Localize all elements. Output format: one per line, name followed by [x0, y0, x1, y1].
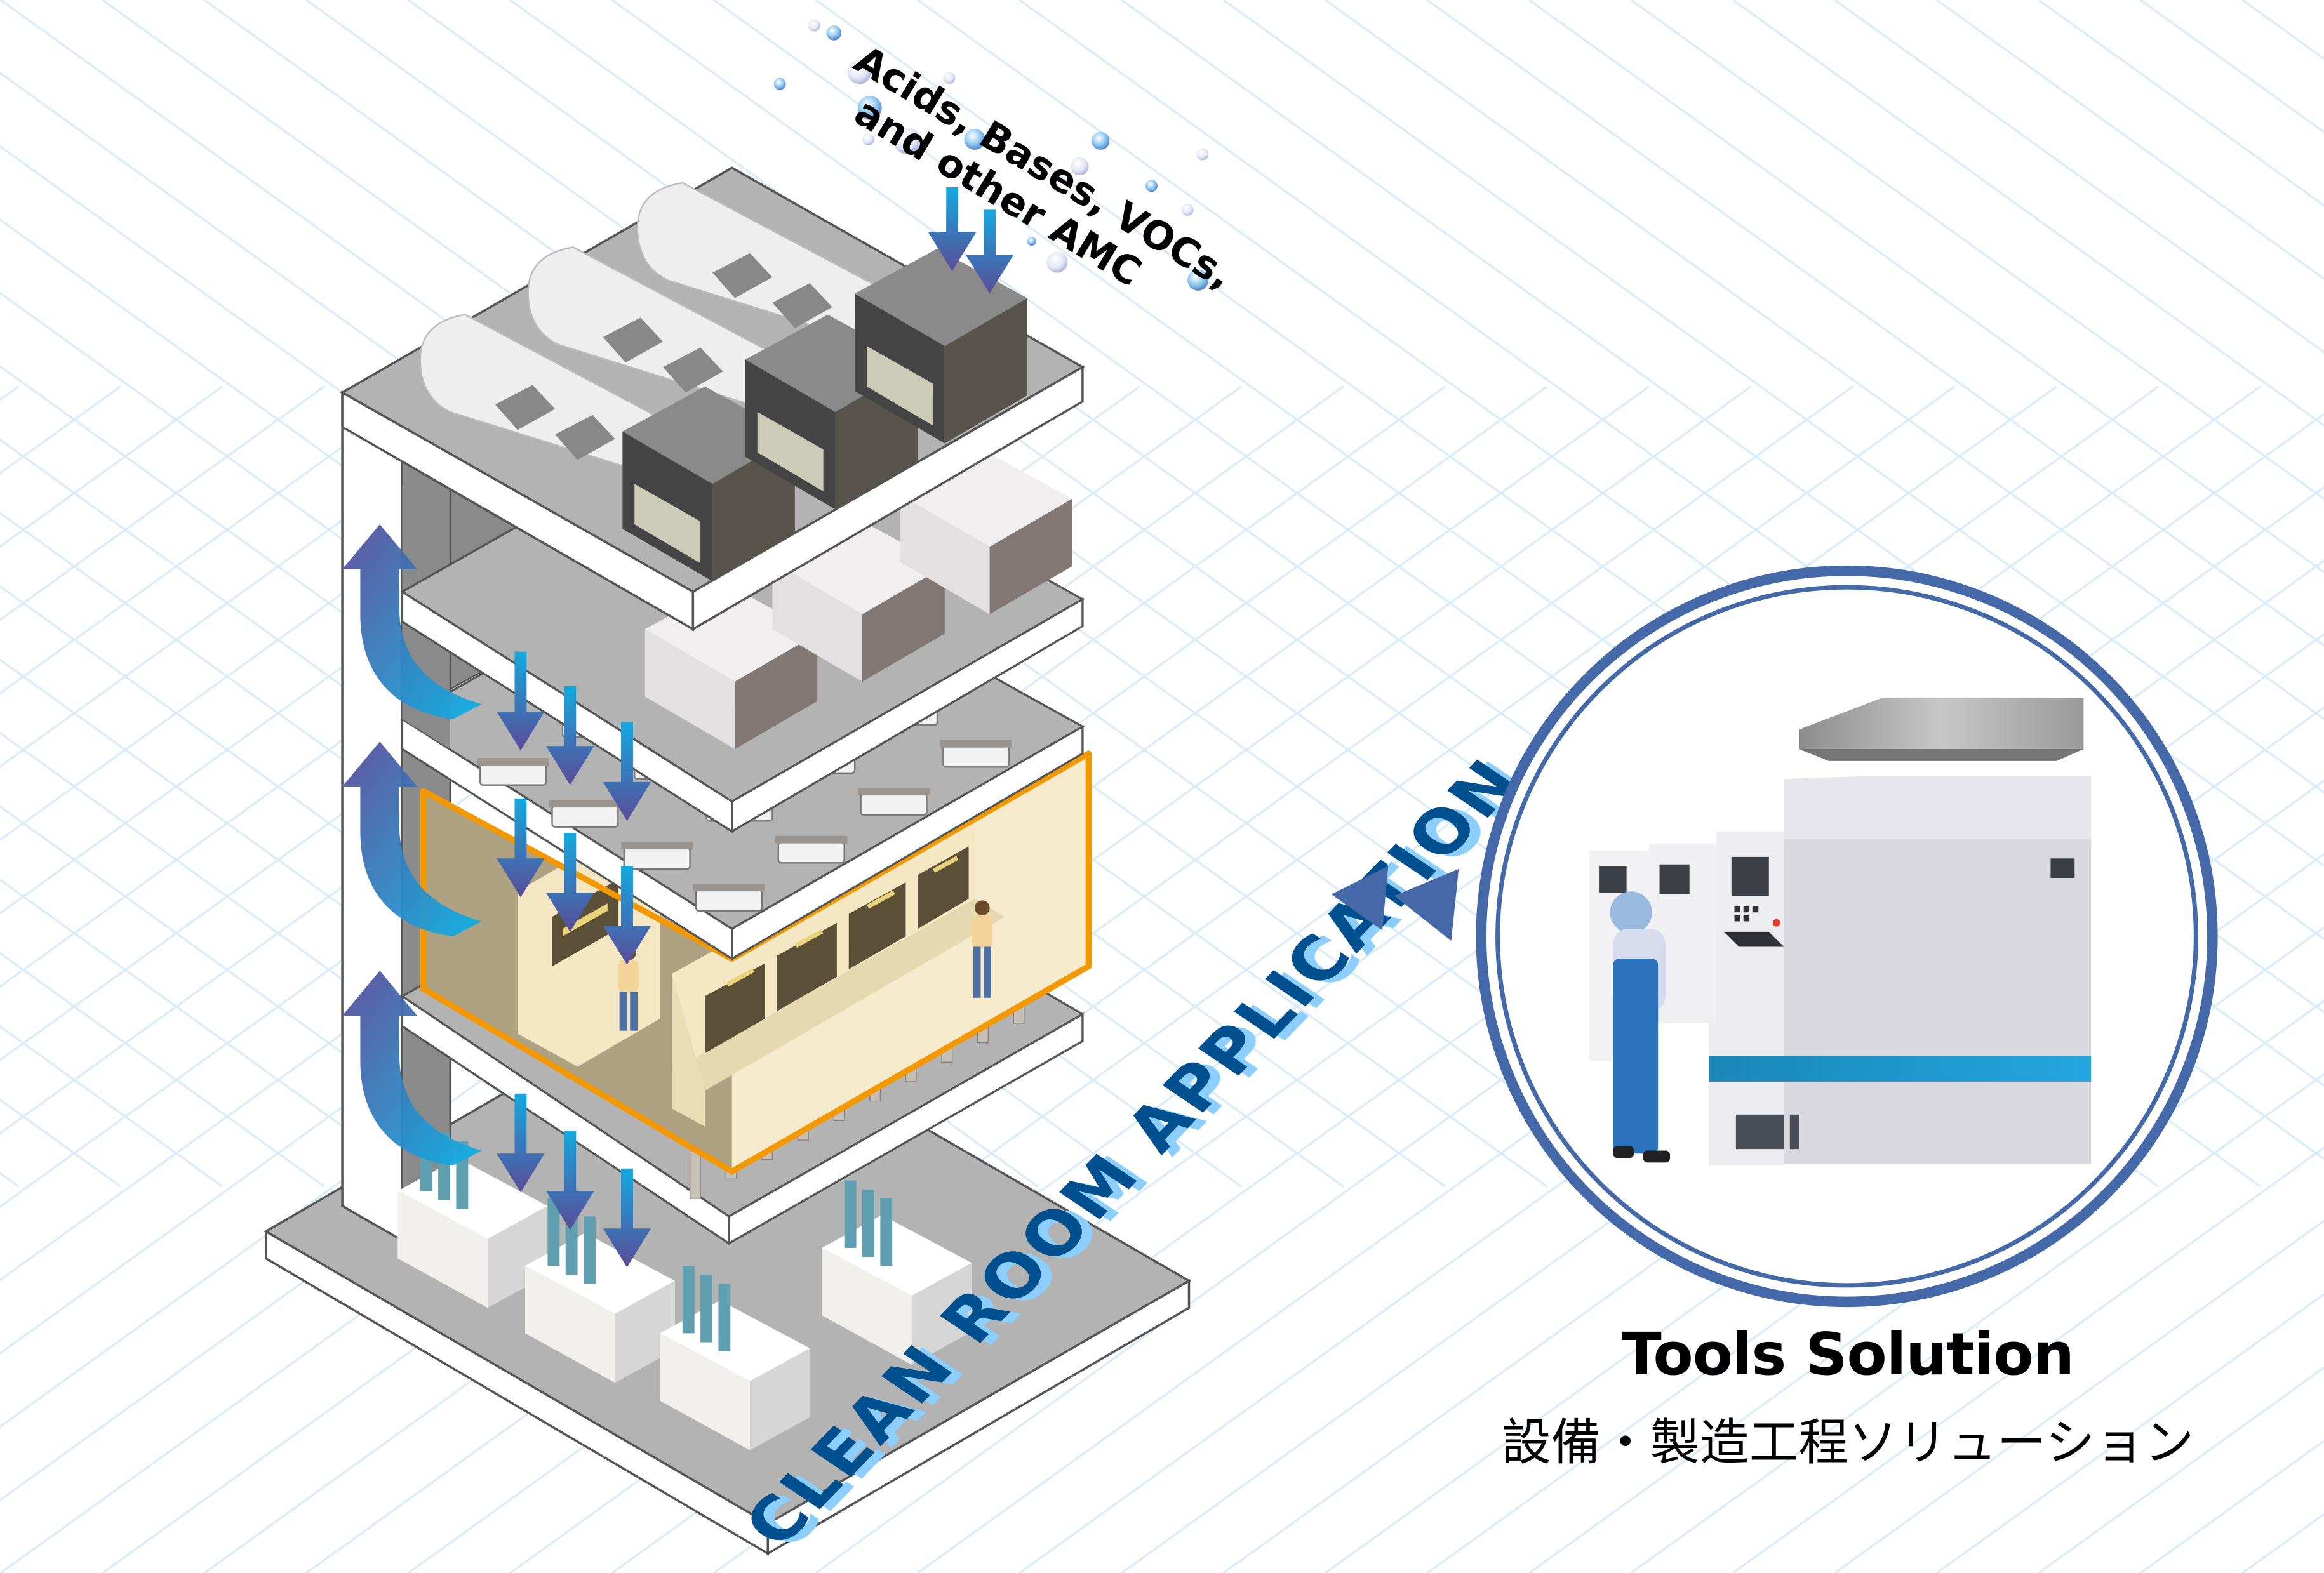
supply-column	[547, 1198, 560, 1266]
tools-solution-title: Tools Solution	[1622, 1320, 2074, 1388]
chemical-filter-front	[944, 298, 1027, 444]
downflow-arrow-icon	[928, 187, 977, 272]
downflow-arrow-icon	[546, 1131, 594, 1230]
duct-pipe	[636, 182, 923, 356]
operator-figure	[972, 900, 993, 998]
duct-vent	[712, 253, 773, 298]
downflow-arrow-icon	[965, 209, 1014, 294]
return-air-curved-arrow-icon	[342, 971, 482, 1166]
supply-column	[718, 1284, 731, 1351]
contaminant-bubble-icon	[1046, 251, 1068, 273]
air-box-front	[735, 634, 818, 749]
downflow-arrow-icon	[497, 1093, 545, 1193]
downflow-arrow-icon	[497, 651, 545, 751]
fan-filter-unit	[695, 889, 763, 912]
contaminants-label-line1: Acids, Bases, VOCs,	[847, 37, 1241, 298]
air-box-front	[862, 566, 945, 682]
contaminant-bubble-icon	[847, 60, 872, 84]
subfab-tool-top	[660, 1300, 810, 1381]
return-air-arrows	[342, 524, 482, 1166]
contaminant-bubble-icon	[862, 133, 874, 145]
contaminant-bubble-icon	[893, 127, 921, 155]
rewind-triangles-icon	[1331, 866, 1459, 941]
air-box-side	[772, 562, 862, 682]
duct-vent	[603, 317, 664, 363]
supply-column	[682, 1266, 695, 1334]
subfab-tool-side	[525, 1266, 615, 1383]
supply-column	[700, 1275, 712, 1343]
operator-figure-icon	[1610, 891, 1671, 1163]
contaminant-bubble-icon	[773, 77, 786, 90]
duct-vent	[555, 415, 615, 460]
process-tool-icon	[1589, 776, 2092, 1166]
downflow-arrow-icon	[546, 686, 594, 785]
supply-column	[584, 1216, 596, 1284]
duct-pipe	[527, 246, 814, 421]
downflow-arrow-icon	[603, 722, 651, 821]
contaminant-bubble-icon	[964, 128, 985, 150]
duct-vent	[663, 347, 723, 393]
chemical-filter-units	[622, 248, 1027, 581]
contaminant-bubble-icon	[857, 96, 882, 120]
subfab-tool-top	[525, 1233, 675, 1314]
chemical-filter-panel	[757, 412, 824, 492]
downflow-arrow-icon	[497, 798, 545, 898]
subfab-tool-front	[911, 1263, 972, 1365]
chemical-filter-top	[855, 248, 1027, 347]
tools-solution-subtitle: 設備・製造工程ソリューション	[1501, 1414, 2194, 1471]
contaminant-bubble-icon	[1071, 157, 1089, 176]
chemical-filter-panel	[867, 346, 933, 426]
tools-callout	[1476, 565, 2218, 1308]
contaminant-bubble-icon	[1027, 236, 1036, 246]
subfab-tool-side	[660, 1333, 750, 1450]
contaminant-bubble-icon	[808, 19, 820, 32]
contaminant-bubble-icon	[1145, 180, 1158, 192]
downflow-arrow-icon	[603, 1168, 651, 1268]
duct-vent	[495, 385, 556, 430]
exhaust-ducts	[419, 182, 923, 488]
contaminant-bubble-icon	[1181, 203, 1194, 216]
supply-column	[844, 1180, 857, 1248]
subfab-tool-front	[750, 1348, 810, 1450]
downflow-arrows	[497, 187, 1014, 1268]
subfab-tool-side	[397, 1191, 488, 1308]
subfab-tool-top	[397, 1158, 548, 1239]
air-box-side	[644, 629, 735, 749]
contaminant-bubble-icon	[826, 25, 841, 41]
fan-filter-unit	[942, 745, 1010, 768]
return-air-curved-arrow-icon	[342, 741, 482, 936]
supply-column	[862, 1189, 874, 1258]
fan-filter-unit	[479, 763, 547, 786]
control-console-right	[672, 804, 1005, 1127]
fan-filter-unit	[551, 805, 619, 828]
base-slab	[264, 987, 1192, 1556]
return-air-curved-arrow-icon	[342, 524, 482, 719]
contaminant-bubbles	[773, 19, 1209, 291]
contaminant-bubble-icon	[1187, 269, 1209, 291]
contaminant-bubble-icon	[943, 72, 956, 84]
contaminant-bubble-icon	[1092, 131, 1110, 150]
chemical-filter-panel	[634, 484, 701, 564]
fan-filter-unit	[777, 841, 845, 864]
air-box-front	[989, 498, 1072, 614]
filter-unit-icon	[1799, 698, 2084, 761]
subfab-tool-top	[822, 1214, 972, 1296]
subfab-equipment	[397, 1124, 972, 1450]
supply-column	[880, 1198, 893, 1266]
duct-vent	[772, 283, 832, 328]
downflow-arrow-icon	[546, 833, 594, 932]
fan-filter-unit	[860, 793, 928, 816]
downflow-arrow-icon	[603, 866, 651, 965]
contaminant-bubble-icon	[1196, 148, 1209, 161]
air-box-side	[900, 494, 990, 614]
building	[264, 166, 1192, 1556]
subfab-tool-side	[822, 1247, 912, 1365]
fan-filter-unit	[623, 847, 691, 870]
